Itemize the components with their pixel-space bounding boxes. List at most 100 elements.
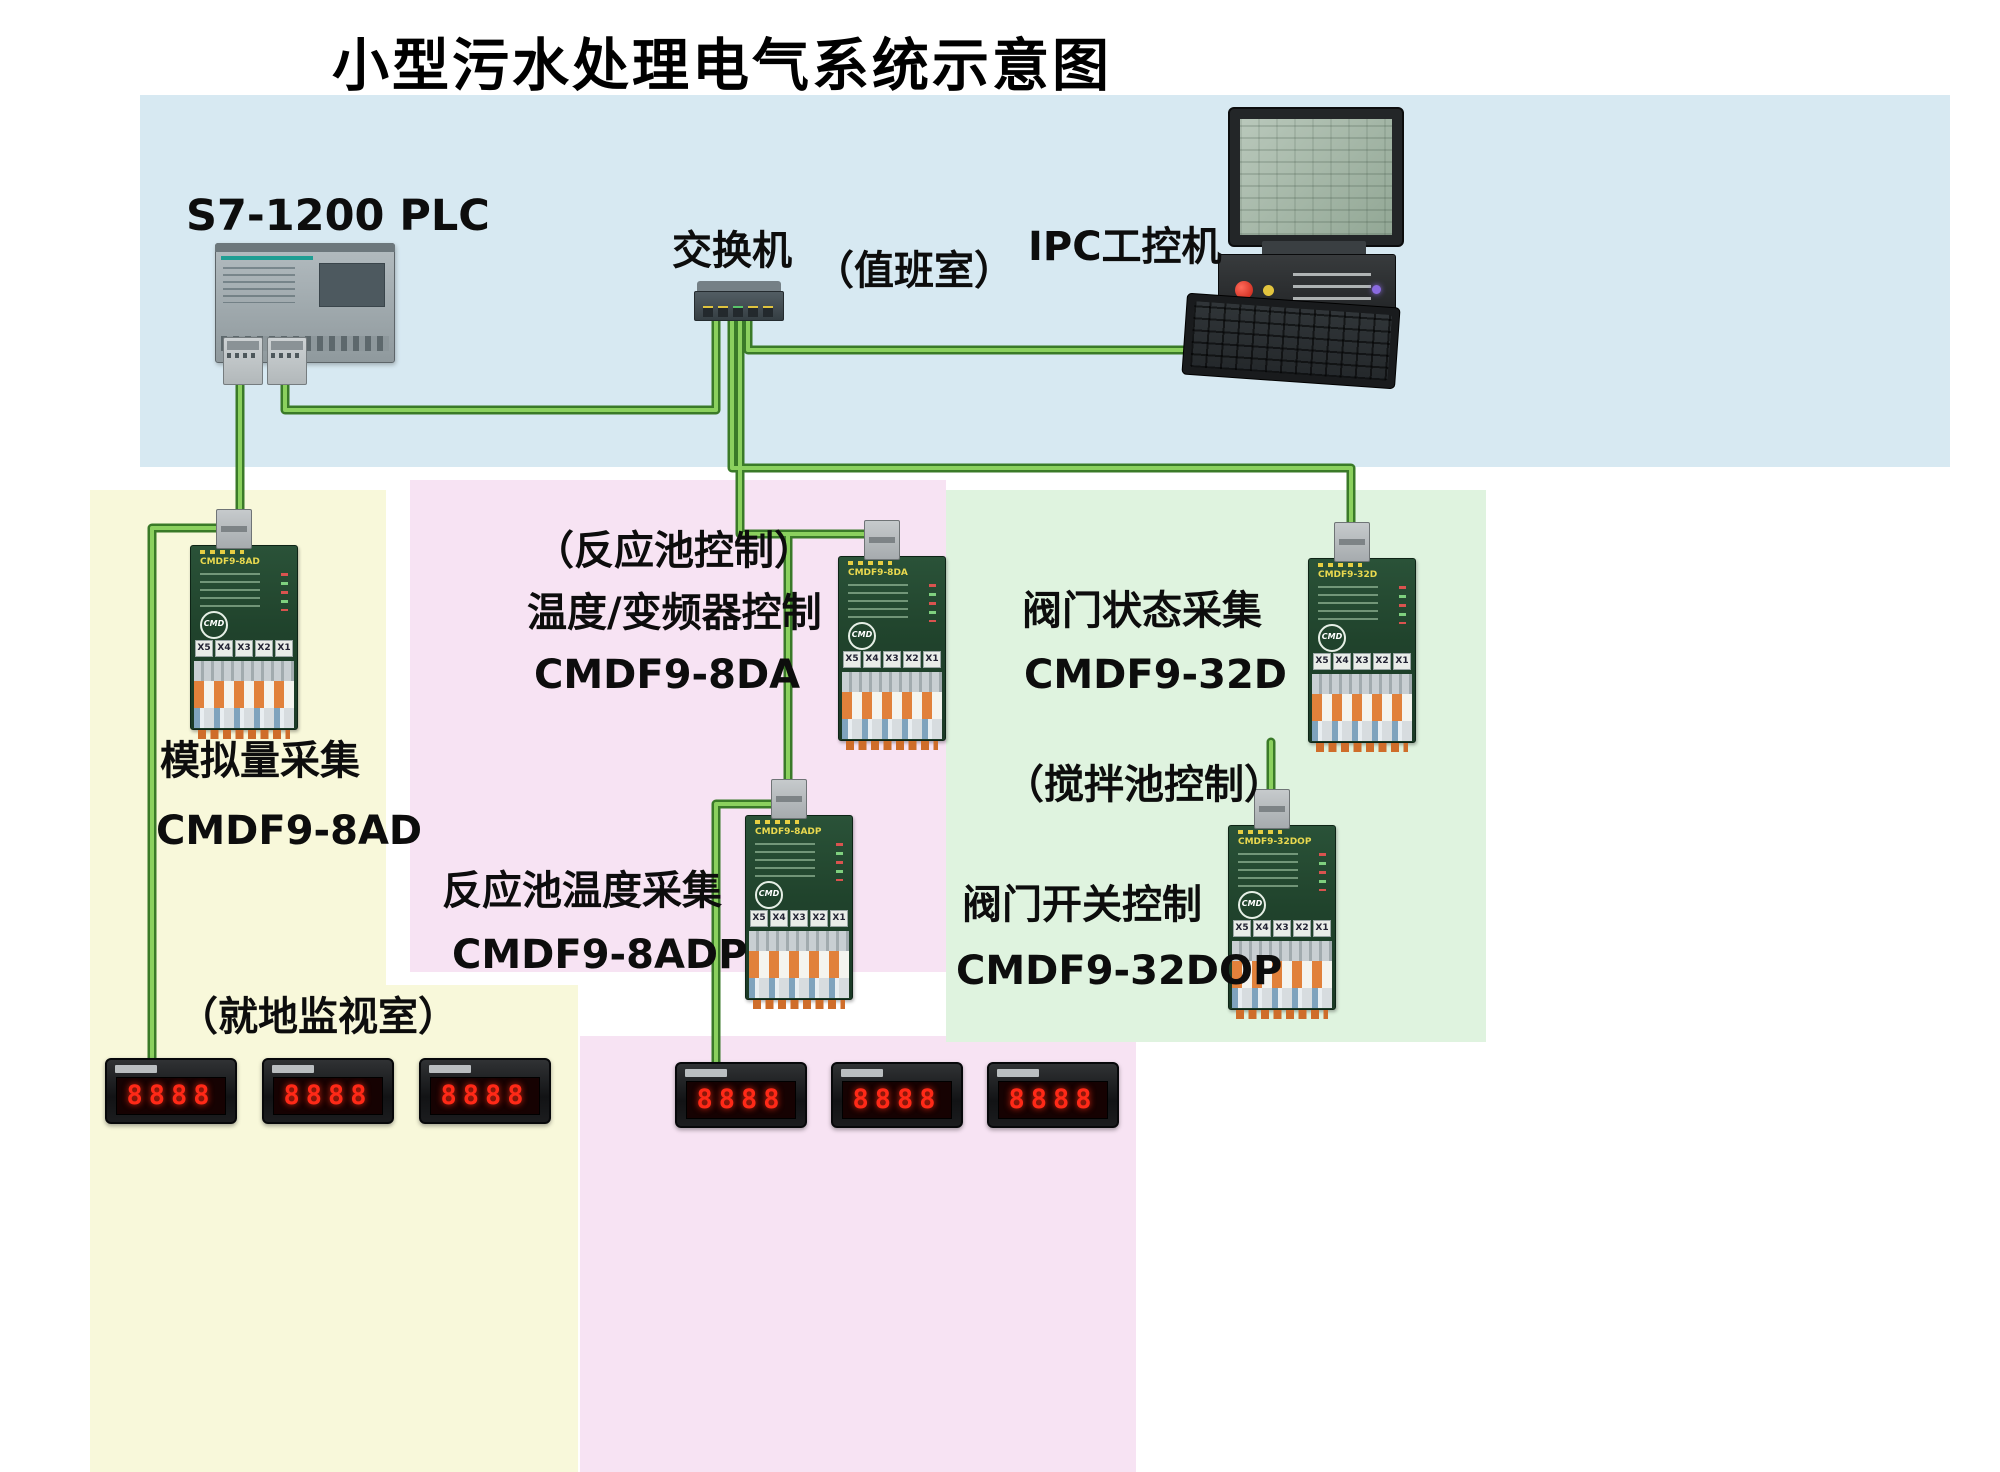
bus-connector	[216, 509, 252, 549]
meter-display: 8888	[116, 1077, 226, 1115]
module-model-text: CMDF9-8AD	[200, 557, 260, 567]
plc-silkscreen	[223, 267, 295, 303]
port-label: X5	[1313, 653, 1331, 670]
module-model-text: CMDF9-8DA	[848, 568, 908, 578]
label-32dop-model: CMDF9-32DOP	[956, 948, 1283, 994]
plc-top-strip	[215, 243, 395, 252]
cmd-logo: CMD	[755, 881, 783, 909]
port-label: X1	[923, 651, 941, 668]
label-reaction-temp-function: 反应池温度采集	[442, 868, 722, 914]
port-label: X2	[903, 651, 921, 668]
label-analog-function: 模拟量采集	[160, 738, 360, 784]
cable-core	[150, 526, 226, 1082]
plc-expansion-module	[223, 337, 263, 385]
io-module-cmdf9-8adp: CMDF9-8ADP CMD X5 X4 X3 X2 X1	[745, 779, 853, 1009]
label-valve-status-function: 阀门状态采集	[1022, 588, 1262, 634]
port-label: X4	[1253, 920, 1271, 937]
meter-label	[685, 1069, 727, 1077]
emergency-button-icon	[1235, 281, 1253, 299]
terminal-tabs	[1236, 1010, 1328, 1019]
port-label: X5	[750, 910, 768, 927]
module-led-column	[929, 584, 936, 622]
bus-connector	[1334, 522, 1370, 562]
label-8adp-model: CMDF9-8ADP	[452, 932, 748, 978]
module-leds	[1318, 563, 1362, 567]
module-model-text: CMDF9-8ADP	[755, 827, 822, 837]
port-icon	[733, 306, 743, 317]
meter-display: 8888	[842, 1081, 952, 1119]
cable-core	[746, 316, 1202, 352]
monitor-stand	[1262, 241, 1366, 256]
key-grid	[1189, 301, 1393, 381]
panel-meter: 8888	[831, 1062, 963, 1128]
plc-display-panel	[319, 263, 385, 307]
module-port-row: X5 X4 X3 X2 X1	[750, 910, 848, 927]
cmd-logo: CMD	[1238, 891, 1266, 919]
port-label: X3	[1273, 920, 1291, 937]
module-led-column	[1399, 586, 1406, 624]
status-led-icon	[1372, 285, 1381, 294]
module-model-text: CMDF9-32DOP	[1238, 837, 1312, 847]
port-icon	[748, 306, 758, 317]
module-port-row: X5 X4 X3 X2 X1	[1313, 653, 1411, 670]
port-label: X5	[1233, 920, 1251, 937]
cable-core	[730, 316, 1353, 530]
ethernet-switch	[694, 281, 784, 321]
terminal-blocks	[842, 672, 942, 739]
port-icon	[703, 306, 713, 317]
power-button-icon	[1263, 285, 1274, 296]
meter-display: 8888	[686, 1081, 796, 1119]
port-label: X3	[883, 651, 901, 668]
label-local-monitor-room: （就地监视室）	[178, 994, 458, 1040]
ipc-keyboard	[1181, 292, 1401, 390]
module-led-column	[281, 573, 288, 611]
plc-expansion-module	[267, 337, 307, 385]
bus-connector	[1254, 789, 1290, 829]
screen-content	[1240, 119, 1392, 235]
ipc-monitor	[1228, 107, 1404, 247]
meter-display: 8888	[998, 1081, 1108, 1119]
port-label: X4	[863, 651, 881, 668]
label-duty-room: （值班室）	[814, 248, 1014, 294]
module-silkscreen	[1238, 853, 1298, 891]
module-leds	[755, 820, 799, 824]
label-reaction-control: （反应池控制）	[534, 528, 814, 574]
label-switch: 交换机	[672, 228, 792, 274]
module-leds	[1238, 830, 1282, 834]
port-label: X1	[830, 910, 848, 927]
module-silkscreen	[755, 843, 815, 881]
switch-top-face	[697, 281, 781, 294]
terminal-tabs	[753, 1000, 845, 1009]
zone-control-room	[140, 95, 1950, 467]
terminal-blocks	[1312, 674, 1412, 741]
cmd-logo: CMD	[200, 611, 228, 639]
terminal-blocks	[749, 931, 849, 998]
meter-display: 8888	[430, 1077, 540, 1115]
module-port-row: X5 X4 X3 X2 X1	[843, 651, 941, 668]
port-label: X1	[1313, 920, 1331, 937]
plc-device	[215, 243, 395, 385]
module-silkscreen	[848, 584, 908, 622]
cmd-logo: CMD	[1318, 624, 1346, 652]
cmd-logo: CMD	[848, 622, 876, 650]
io-module-cmdf9-8ad: CMDF9-8AD CMD X5 X4 X3 X2 X1	[190, 509, 298, 739]
terminal-blocks	[1232, 941, 1332, 1008]
meter-label	[841, 1069, 883, 1077]
label-valve-switch-function: 阀门开关控制	[962, 882, 1202, 928]
module-silkscreen	[1318, 586, 1378, 624]
module-port-row: X5 X4 X3 X2 X1	[1233, 920, 1331, 937]
terminal-blocks	[194, 661, 294, 728]
port-label: X1	[275, 640, 293, 657]
port-label: X3	[235, 640, 253, 657]
module-silkscreen	[200, 573, 260, 611]
terminal-tabs	[198, 730, 290, 739]
panel-meter: 8888	[675, 1062, 807, 1128]
io-module-cmdf9-32d: CMDF9-32D CMD X5 X4 X3 X2 X1	[1308, 522, 1416, 752]
port-icon	[763, 306, 773, 317]
port-label: X4	[770, 910, 788, 927]
module-led-column	[836, 843, 843, 881]
io-module-cmdf9-32dop: CMDF9-32DOP CMD X5 X4 X3 X2 X1	[1228, 789, 1336, 1019]
meter-label	[115, 1065, 157, 1073]
